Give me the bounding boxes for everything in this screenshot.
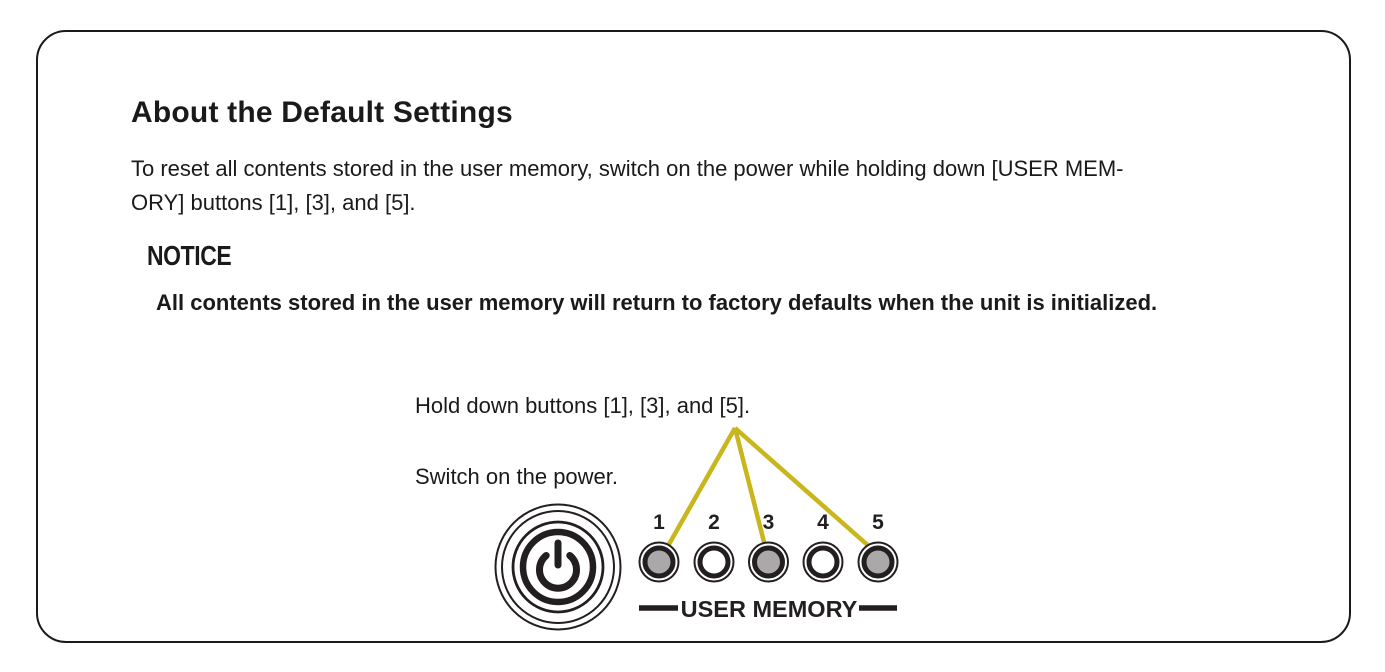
memory-button-1: 1 xyxy=(638,511,680,583)
memory-button-4-label: 4 xyxy=(817,511,829,534)
pointer-lines xyxy=(662,426,882,558)
pointer-line-button-1 xyxy=(662,426,737,555)
power-ring-outer xyxy=(494,503,622,631)
intro-line-1: To reset all contents stored in the user… xyxy=(131,156,1124,181)
instruction-hold-down: Hold down buttons [1], [3], and [5]. xyxy=(415,393,751,418)
memory-button-3: 3 xyxy=(748,511,789,583)
hardware-illustration: 1 2 3 4 xyxy=(494,426,899,631)
memory-button-2-label: 2 xyxy=(708,511,720,534)
memory-button-2-face xyxy=(697,545,731,579)
memory-button-3-face xyxy=(752,545,785,579)
power-ring-2 xyxy=(501,510,615,624)
pointer-line-button-5 xyxy=(733,426,882,558)
memory-button-2: 2 xyxy=(693,511,735,583)
memory-button-4-face xyxy=(806,545,840,579)
user-memory-buttons: 1 2 3 4 xyxy=(638,511,899,583)
intro-line-2: ORY] buttons [1], [3], and [5]. xyxy=(131,190,416,215)
power-icon-arc xyxy=(536,552,580,592)
memory-button-4: 4 xyxy=(802,511,844,583)
power-ring-thick xyxy=(519,528,597,606)
notice-text: All contents stored in the user memory w… xyxy=(156,290,1158,315)
intro-paragraph: To reset all contents stored in the user… xyxy=(131,152,1123,220)
memory-button-1-face xyxy=(642,545,676,579)
memory-button-5: 5 xyxy=(857,511,899,583)
user-memory-group-label: USER MEMORY xyxy=(639,596,897,622)
power-ring-3 xyxy=(511,520,605,614)
memory-button-1-label: 1 xyxy=(653,511,665,534)
power-icon xyxy=(536,539,580,592)
memory-button-5-face xyxy=(861,545,895,579)
pointer-line-button-3 xyxy=(732,427,769,551)
rounded-info-box: About the Default Settings To reset all … xyxy=(36,30,1351,643)
instruction-switch-power: Switch on the power. xyxy=(415,464,619,489)
memory-button-5-label: 5 xyxy=(872,511,884,534)
page-title: About the Default Settings xyxy=(131,96,513,129)
notice-heading: NOTICE xyxy=(147,240,232,271)
power-button xyxy=(494,503,622,631)
memory-button-3-label: 3 xyxy=(763,511,775,534)
group-label-text: USER MEMORY xyxy=(681,596,858,622)
